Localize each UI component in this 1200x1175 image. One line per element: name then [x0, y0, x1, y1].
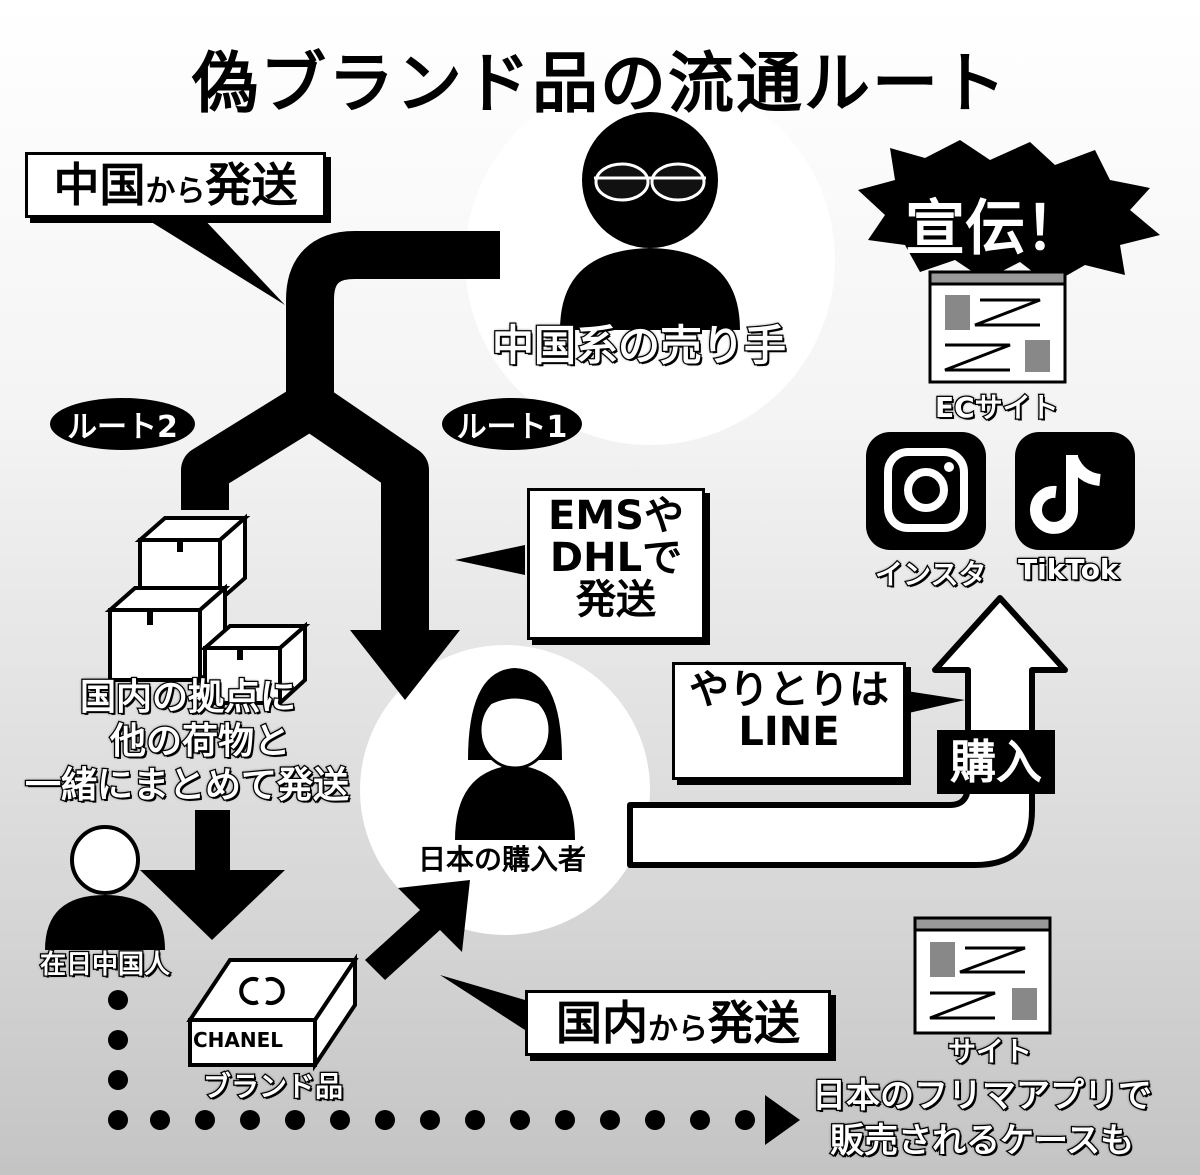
ems-line1: EMSや — [548, 493, 684, 539]
domestic-hub-line3: 一緒にまとめて発送 — [24, 764, 351, 808]
domestic-kara-text: から — [648, 1012, 708, 1047]
instagram-label: インスタ — [874, 557, 988, 593]
hassou-text: 発送 — [205, 158, 298, 212]
ec-site-label: ECサイト — [934, 390, 1060, 426]
flea-site-label: サイト — [947, 1034, 1034, 1070]
buyer-label: 日本の購入者 — [418, 843, 587, 876]
route-split-path — [181, 231, 500, 700]
page-title: 偽ブランド品の流通ルート — [192, 45, 1008, 122]
china-label-pointer — [140, 215, 285, 305]
brand-logo-text: CHANEL — [193, 1028, 284, 1052]
buyer-person-icon — [455, 668, 575, 840]
ec-site-webpage-icon — [928, 270, 1067, 384]
ems-line2: DHLで — [549, 535, 683, 581]
seller-person-icon — [560, 112, 740, 330]
flea-market-line1: 日本のフリマアプリで — [811, 1075, 1154, 1118]
route2-badge: ルート2 — [50, 398, 195, 450]
ems-dhl-label: EMSや DHLで 発送 — [527, 488, 705, 640]
domestic-hassou-text: 発送 — [708, 996, 800, 1050]
route1-arrowhead — [350, 630, 460, 700]
domestic-text: 国内 — [556, 996, 648, 1050]
instagram-icon — [866, 432, 986, 550]
advertise-label: 宣伝！ — [905, 194, 1085, 264]
line-exchange-line2: LINE — [738, 709, 840, 755]
purchase-route-arrow — [627, 595, 1068, 868]
diagonal-arrow — [365, 880, 470, 980]
line-exchange-label: やりとりは LINE — [672, 662, 906, 780]
tiktok-label: TikTok — [1017, 552, 1120, 588]
dotted-route — [108, 990, 800, 1145]
domestic-label-pointer — [440, 975, 525, 1030]
kara-text: から — [145, 174, 206, 209]
domestic-hub-line1: 国内の拠点に — [79, 676, 298, 720]
ship-domestic-label: 国内から発送 — [525, 990, 831, 1056]
flea-market-line2: 販売されるケースも — [829, 1120, 1136, 1163]
purchase-label: 購入 — [937, 730, 1055, 794]
cardboard-boxes-icon — [104, 513, 311, 708]
starburst-icon — [858, 140, 1160, 285]
chinese-in-japan-person-icon — [45, 825, 165, 950]
down-arrow — [140, 810, 285, 940]
route1-badge: ルート1 — [442, 398, 582, 450]
domestic-hub-line2: 他の荷物と — [109, 720, 292, 764]
flea-site-webpage-icon — [913, 916, 1052, 1035]
tiktok-icon — [1015, 432, 1135, 550]
line-exchange-line1: やりとりは — [689, 667, 889, 713]
chanel-box-icon — [186, 953, 359, 1072]
brand-item-label: ブランド品 — [202, 1069, 345, 1105]
ems-line3: 発送 — [576, 577, 656, 623]
ems-label-pointer — [455, 545, 525, 575]
seller-label: 中国系の売り手 — [491, 320, 788, 372]
chinese-in-japan-label: 在日中国人 — [39, 949, 172, 982]
line-label-pointer — [900, 690, 965, 715]
china-text: 中国 — [53, 158, 146, 212]
ship-from-china-label: 中国から発送 — [25, 152, 326, 218]
